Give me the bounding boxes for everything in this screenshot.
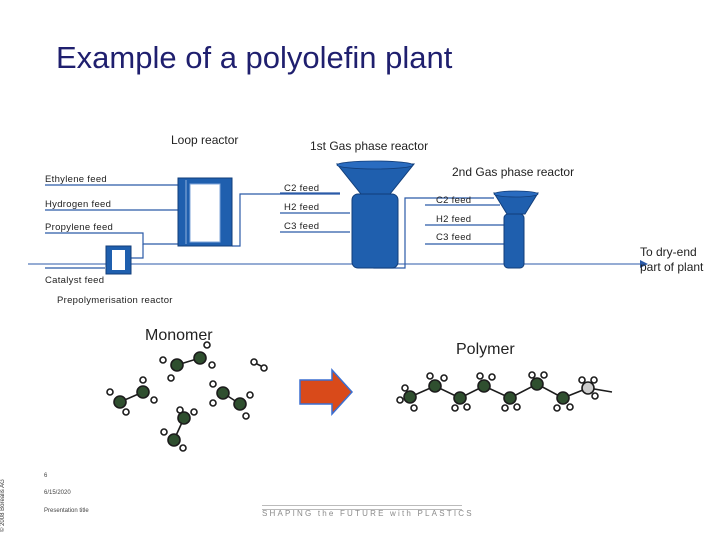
gas2-c2-feed-label: C2 feed bbox=[436, 195, 472, 206]
prepolymerisation-reactor bbox=[105, 245, 132, 275]
gas2-reactor-label: 2nd Gas phase reactor bbox=[452, 165, 575, 179]
gas2-h2-feed-label: H2 feed bbox=[436, 214, 472, 225]
footer-date: 6/15/2020 bbox=[44, 490, 71, 496]
gas1-c2-feed-label: C2 feed bbox=[284, 183, 320, 194]
polymer-chain bbox=[396, 371, 613, 412]
loop-outlet-line bbox=[232, 193, 340, 247]
gas2-reactor bbox=[493, 190, 539, 269]
prepoly-to-loop-line bbox=[131, 244, 144, 259]
ethylene-feed-label: Ethylene feed bbox=[45, 174, 107, 185]
prepoly-reactor-label: Prepolymerisation reactor bbox=[57, 295, 173, 306]
gas2-c3-feed-label: C3 feed bbox=[436, 232, 472, 243]
dry-end-label-line1: To dry-end bbox=[640, 245, 697, 259]
tagline-rule bbox=[262, 505, 462, 510]
polymer-label: Polymer bbox=[456, 341, 515, 358]
dry-end-label-line2: part of plant bbox=[640, 260, 704, 274]
footer-small-text: Presentation title bbox=[44, 508, 89, 514]
monomer-label: Monomer bbox=[145, 327, 213, 344]
reaction-arrow bbox=[299, 368, 354, 416]
gas1-reactor-label: 1st Gas phase reactor bbox=[310, 139, 429, 153]
loop-reactor bbox=[177, 177, 233, 247]
gas1-reactor bbox=[335, 160, 416, 269]
page-number: 6 bbox=[44, 473, 48, 479]
gas1-c3-feed-label: C3 feed bbox=[284, 221, 320, 232]
loop-reactor-label: Loop reactor bbox=[171, 133, 239, 147]
copyright-text: © 2008 Borealis AG bbox=[0, 479, 6, 532]
propylene-feed-line bbox=[45, 232, 178, 245]
page-title: Example of a polyolefin plant bbox=[56, 40, 453, 75]
catalyst-feed-label: Catalyst feed bbox=[45, 275, 105, 286]
gas1-h2-feed-label: H2 feed bbox=[284, 202, 320, 213]
monomer-molecules bbox=[106, 341, 268, 452]
propylene-feed-label: Propylene feed bbox=[45, 222, 114, 233]
dry-end-label: To dry-end part of plant bbox=[640, 245, 703, 275]
output-arrowhead bbox=[640, 260, 648, 268]
footer-tagline: SHAPING the FUTURE with PLASTICS bbox=[262, 509, 474, 518]
hydrogen-feed-label: Hydrogen feed bbox=[45, 199, 112, 210]
